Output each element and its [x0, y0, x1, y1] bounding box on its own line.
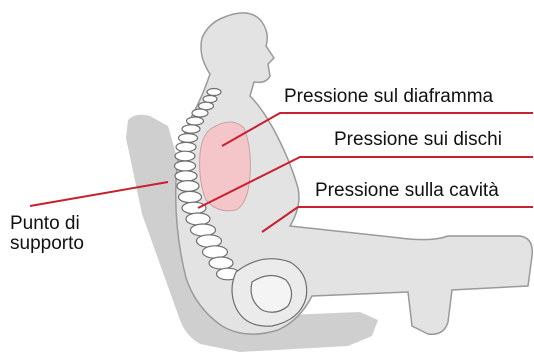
label-pressione-cavita: Pressione sulla cavità [315, 180, 499, 202]
label-punto-supporto-line2: supporto [10, 234, 84, 254]
label-pressione-dischi: Pressione sui dischi [334, 129, 502, 151]
diaphragm-area [200, 122, 251, 211]
label-pressione-diaframma: Pressione sul diaframma [284, 86, 493, 108]
label-punto-supporto: Punto di supporto [10, 214, 84, 254]
label-punto-supporto-line1: Punto di [10, 214, 84, 234]
